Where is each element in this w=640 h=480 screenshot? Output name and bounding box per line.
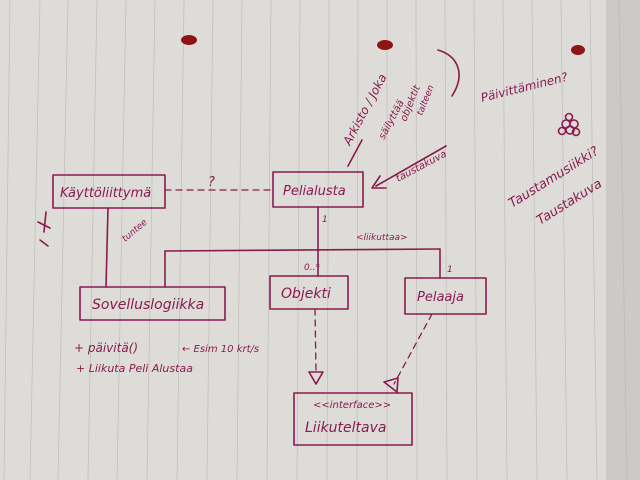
method-note: ← Esim 10 krt/s <box>182 344 259 355</box>
note-taustakuva-arrow <box>375 145 447 187</box>
realization-arrowhead <box>383 377 399 393</box>
flower-doodle-icon <box>557 112 581 137</box>
class-name-pelaaja: Pelaaja <box>417 290 464 305</box>
class-name-liikuteltava: Liikuteltava <box>305 420 386 436</box>
punch-hole <box>571 45 585 55</box>
realization-pelaaja <box>393 313 433 385</box>
class-name-sovelluslogiikka: Sovelluslogiikka <box>92 297 204 313</box>
method-liikuta: + Liikuta Peli Alustaa <box>76 362 193 375</box>
note-brace <box>437 49 460 97</box>
class-box-objekti <box>269 275 349 310</box>
class-box-sovelluslogiikka <box>79 286 226 321</box>
class-box-pelaaja <box>404 277 487 315</box>
relation-branch-line <box>164 248 441 252</box>
class-name-pelialusta: Pelialusta <box>283 184 346 199</box>
class-box-kayttoliittyma <box>52 174 166 209</box>
relation-ui-logic <box>105 207 109 288</box>
class-name-objekti: Objekti <box>281 286 331 302</box>
scribble-mark <box>37 211 51 247</box>
mult-objekti: 0..* <box>304 263 320 273</box>
realization-arrowhead <box>308 371 324 385</box>
note-arkisto-arrow <box>347 139 363 167</box>
relation-ui-board-label: ? <box>208 175 215 190</box>
stereotype-interface: <<interface>> <box>313 400 391 411</box>
mult-board: 1 <box>322 215 328 225</box>
relation-board-moves-label: <liikuttaa> <box>356 233 408 243</box>
realization-objekti <box>314 308 317 373</box>
class-name-kayttoliittyma: Käyttöliittymä <box>60 186 151 201</box>
page-edge <box>606 0 640 480</box>
punch-hole <box>377 40 393 50</box>
method-paivita: + päivitä() <box>74 341 138 355</box>
class-box-liikuteltava <box>293 392 413 446</box>
mult-pelaaja: 1 <box>447 265 453 275</box>
punch-hole <box>181 35 197 45</box>
arrowhead <box>371 175 387 189</box>
